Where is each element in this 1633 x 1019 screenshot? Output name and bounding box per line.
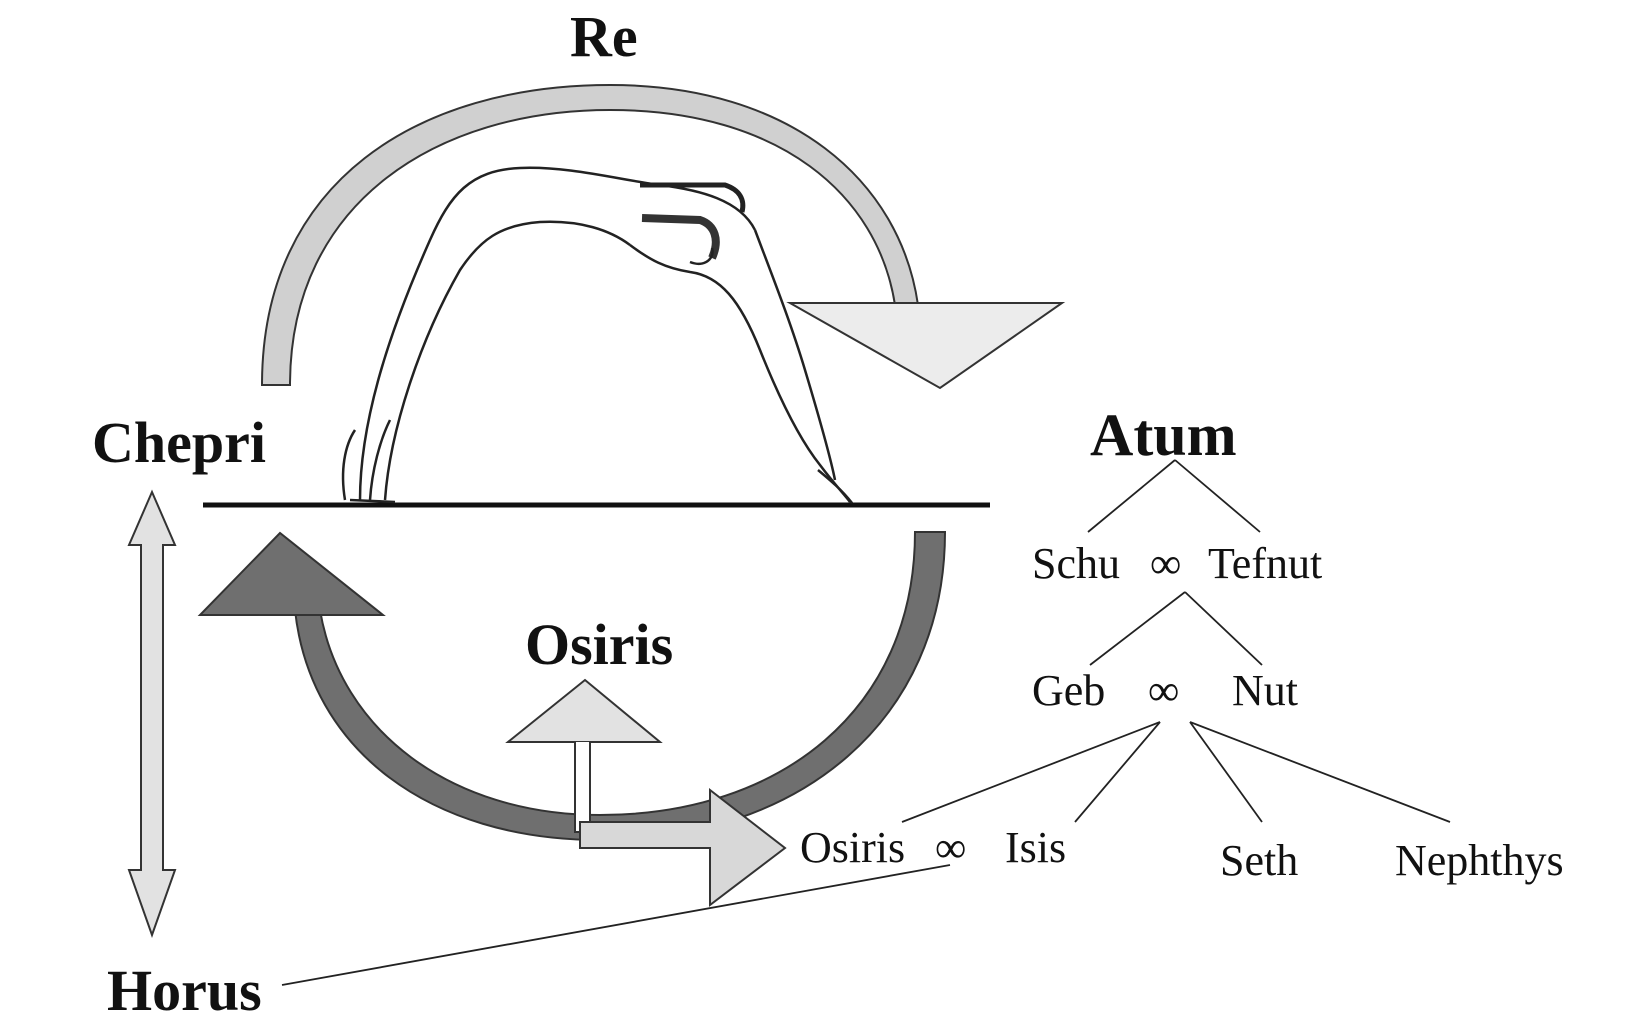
geb-label: Geb [1032, 666, 1105, 715]
seth-label: Seth [1220, 836, 1298, 885]
osiris-center-label: Osiris [525, 612, 673, 677]
night-arrow-head [197, 531, 386, 616]
nephthys-label: Nephthys [1395, 836, 1564, 885]
re-label: Re [570, 4, 638, 69]
atum-label: Atum [1090, 402, 1237, 468]
chepri-label: Chepri [92, 410, 266, 475]
osiris-genealogy-label: Osiris [800, 823, 905, 872]
osiris-isis-union-symbol: ∞ [935, 823, 966, 872]
genealogy-lines [281, 459, 1451, 986]
right-arrow-to-osiris [579, 787, 787, 908]
chepri-horus-double-arrow [127, 489, 177, 938]
tefnut-label: Tefnut [1208, 539, 1322, 588]
schu-label: Schu [1032, 539, 1120, 588]
day-arc-arrow [260, 83, 1066, 390]
night-arc-arrow [197, 531, 947, 842]
isis-label: Isis [1005, 823, 1066, 872]
geb-nut-union-symbol: ∞ [1148, 666, 1179, 715]
schu-tefnut-union-symbol: ∞ [1150, 539, 1181, 588]
horus-label: Horus [107, 958, 262, 1019]
nut-label: Nut [1232, 666, 1298, 715]
nut-figure-illustration [341, 166, 853, 504]
day-arrow-head [786, 302, 1066, 390]
